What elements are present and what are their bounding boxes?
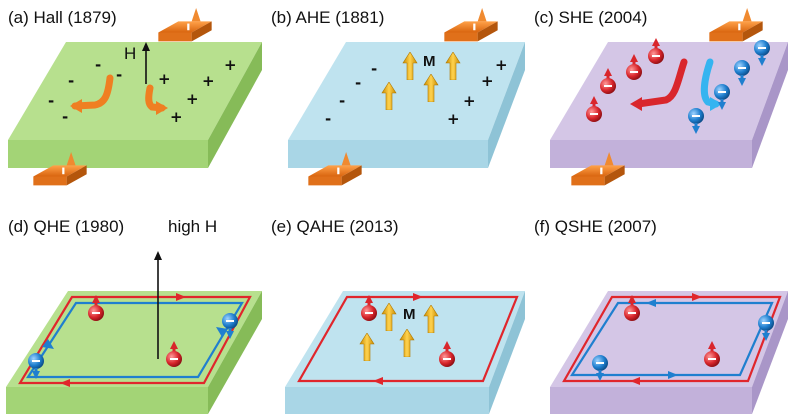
minus-sign: - xyxy=(355,74,361,92)
deflected-current xyxy=(70,74,168,115)
edge-channel-red xyxy=(562,293,782,385)
electrode-arrow-icon xyxy=(709,8,763,42)
plus-sign: + xyxy=(224,56,237,74)
panel-title: (e) QAHE (2013) xyxy=(271,217,399,236)
panel-title: (d) QHE (1980) xyxy=(8,217,125,236)
minus-sign: - xyxy=(95,56,101,74)
minus-sign: - xyxy=(325,110,331,128)
panel-qahe: M (e) QAHE (2013) xyxy=(263,209,526,418)
plus-sign: + xyxy=(158,70,171,88)
plus-sign: + xyxy=(463,92,476,110)
spin-currents xyxy=(630,58,722,111)
plus-sign: + xyxy=(481,72,494,90)
ahe-diagram: M - - - - + + + + xyxy=(288,8,525,186)
slab xyxy=(6,291,262,414)
negative-charges: - - - - - xyxy=(48,56,122,126)
panel-title: (f) QSHE (2007) xyxy=(534,217,657,236)
minus-sign: - xyxy=(339,92,345,110)
qhe-diagram xyxy=(6,251,262,414)
positive-charges: + + + + xyxy=(447,56,508,128)
field-label: high H xyxy=(168,217,218,236)
plus-sign: + xyxy=(447,110,460,128)
minus-sign: - xyxy=(48,92,54,110)
slab xyxy=(288,42,525,168)
field-arrow xyxy=(154,251,162,359)
slab xyxy=(550,42,788,168)
plus-sign: + xyxy=(186,90,199,108)
plus-sign: + xyxy=(495,56,508,74)
slab xyxy=(8,42,262,168)
she-diagram xyxy=(550,8,788,186)
edge-channel-blue xyxy=(25,301,244,379)
electrode-arrow-icon xyxy=(444,8,498,42)
panel-qshe: (f) QSHE (2007) xyxy=(526,209,789,418)
positive-charges: + + + + + xyxy=(158,56,237,126)
plus-sign: + xyxy=(170,108,183,126)
slab xyxy=(550,291,788,414)
panel-hall: - - - - - + + + + + (a) Hall (1879) H xyxy=(0,0,263,209)
field-label: H xyxy=(124,44,137,63)
plus-sign: + xyxy=(202,72,215,90)
magnetization-label: M xyxy=(403,306,416,323)
minus-sign: - xyxy=(62,108,68,126)
electrode-arrow-icon xyxy=(158,8,212,42)
panel-title: (b) AHE (1881) xyxy=(271,8,385,27)
panel-qhe: (d) QHE (1980) high H xyxy=(0,209,263,418)
field-arrow xyxy=(142,42,150,84)
qahe-diagram: M xyxy=(285,291,525,414)
hall-diagram: - - - - - + + + + + xyxy=(8,8,262,186)
edge-channel-red xyxy=(18,293,252,387)
minus-sign: - xyxy=(116,66,122,84)
panel-she: (c) SHE (2004) xyxy=(526,0,789,209)
minus-sign: - xyxy=(68,72,74,90)
minus-sign: - xyxy=(371,60,377,78)
qshe-diagram xyxy=(550,291,788,414)
panel-title: (c) SHE (2004) xyxy=(534,8,648,27)
spin-up-electron-icon xyxy=(648,38,664,64)
negative-charges: - - - - xyxy=(325,60,377,128)
magnetization-label: M xyxy=(423,53,436,70)
edge-channel-red xyxy=(297,293,519,385)
panel-ahe: M - - - - + + + + (b) AHE (1881) xyxy=(263,0,526,209)
edge-channel-blue xyxy=(569,299,774,379)
panel-title: (a) Hall (1879) xyxy=(8,8,117,27)
